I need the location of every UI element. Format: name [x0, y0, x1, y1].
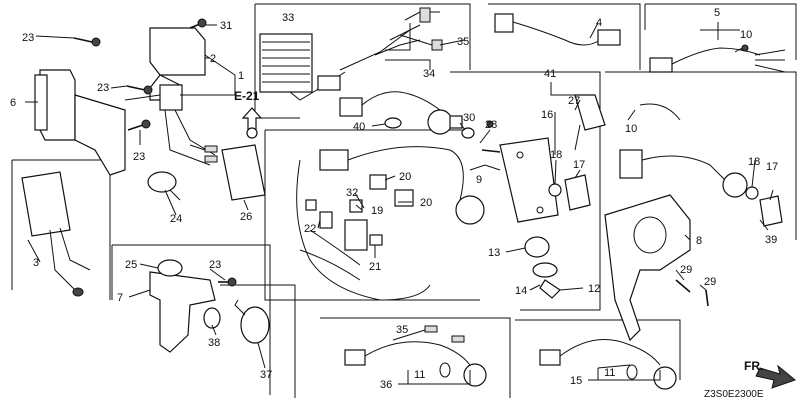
knob-part-17a — [564, 174, 591, 211]
callout-23: 23 — [209, 259, 221, 271]
callout-20: 20 — [399, 171, 411, 183]
callout-32: 32 — [346, 187, 358, 199]
clamp-part-24 — [147, 171, 181, 201]
callout-23: 23 — [97, 82, 109, 94]
callout-35: 35 — [396, 324, 408, 336]
callout-27: 27 — [568, 95, 580, 107]
washer-part-18b — [745, 186, 759, 200]
key-part-14 — [532, 262, 561, 299]
callout-38: 38 — [208, 337, 220, 349]
callout-2: 2 — [210, 53, 216, 65]
group-frames — [11, 3, 797, 398]
section-reference: E-21 — [234, 89, 260, 103]
callout-37: 37 — [260, 369, 272, 381]
callout-31: 31 — [220, 20, 232, 32]
callout-34: 34 — [423, 68, 435, 80]
switch-part-39 — [619, 103, 748, 198]
knob-part-17b — [759, 195, 783, 227]
callout-4: 4 — [596, 17, 602, 29]
callout-13: 13 — [488, 247, 500, 259]
callout-12: 12 — [588, 283, 600, 295]
callout-1: 1 — [238, 70, 244, 82]
reference-arrow — [241, 107, 263, 139]
cable-part-36 — [344, 325, 487, 387]
callout-17: 17 — [766, 161, 778, 173]
callout-22: 22 — [304, 223, 316, 235]
key-part-13 — [524, 236, 550, 258]
bracket-part-7 — [149, 259, 221, 353]
screw-parts-29 — [675, 279, 709, 307]
callout-28: 28 — [485, 119, 497, 131]
callout-15: 15 — [570, 375, 582, 387]
callout-labels: 23 31 2 1 6 23 23 24 26 E-21 3 33 35 34 … — [10, 7, 778, 400]
harness-part-1 — [124, 84, 218, 166]
callout-33: 33 — [282, 12, 294, 24]
bolt-parts-23 — [73, 37, 237, 287]
washer-part-18a — [548, 183, 562, 197]
connector-part-40 — [339, 91, 441, 129]
callout-29: 29 — [680, 264, 692, 276]
cover-part-8 — [604, 194, 691, 342]
callout-35: 35 — [457, 36, 469, 48]
harness-part-34 — [339, 7, 443, 71]
callout-39: 39 — [765, 234, 777, 246]
front-direction-label: FR. — [744, 359, 763, 373]
wiring-harness-group — [296, 146, 485, 301]
callout-9: 9 — [476, 174, 482, 186]
cable-part-4 — [494, 13, 621, 46]
callout-7: 7 — [117, 292, 123, 304]
clip-part-41 — [574, 94, 606, 151]
callout-6: 6 — [10, 97, 16, 109]
callout-21: 21 — [369, 261, 381, 273]
callout-26: 26 — [240, 211, 252, 223]
callout-11: 11 — [414, 369, 425, 381]
screw-part-31 — [189, 18, 207, 29]
callout-29: 29 — [704, 276, 716, 288]
callout-41: 41 — [544, 68, 556, 80]
callout-18: 18 — [550, 149, 562, 161]
drawing-code: Z3S0E2300E — [704, 389, 764, 400]
panel-part-9 — [499, 137, 559, 223]
cable-part-15 — [539, 339, 677, 390]
screw-part-28 — [481, 120, 501, 153]
plate-part-3 — [21, 171, 91, 297]
callout-18: 18 — [748, 156, 760, 168]
callout-10: 10 — [625, 123, 637, 135]
callout-40: 40 — [353, 121, 365, 133]
callout-19: 19 — [371, 205, 383, 217]
callout-23: 23 — [133, 151, 145, 163]
callout-10: 10 — [740, 29, 752, 41]
callout-8: 8 — [696, 235, 702, 247]
callout-16: 16 — [541, 109, 553, 121]
callout-11: 11 — [604, 367, 615, 379]
cover-part-26 — [221, 144, 266, 201]
callout-17: 17 — [573, 159, 585, 171]
callout-23: 23 — [22, 32, 34, 44]
clamp-part-37 — [234, 299, 270, 344]
bracket-part-6 — [34, 69, 126, 176]
callout-3: 3 — [33, 257, 39, 269]
switch-part-30 — [427, 109, 475, 139]
callout-20: 20 — [420, 197, 432, 209]
callout-14: 14 — [515, 285, 527, 297]
front-direction-arrow — [755, 364, 797, 389]
callout-25: 25 — [125, 259, 137, 271]
leader-lines — [25, 22, 774, 385]
callout-5: 5 — [714, 7, 720, 19]
regulator-part-33 — [259, 11, 440, 101]
callout-30: 30 — [463, 112, 475, 124]
callout-36: 36 — [380, 379, 392, 391]
sensor-cable-part-5 — [649, 44, 786, 73]
callout-24: 24 — [170, 213, 182, 225]
